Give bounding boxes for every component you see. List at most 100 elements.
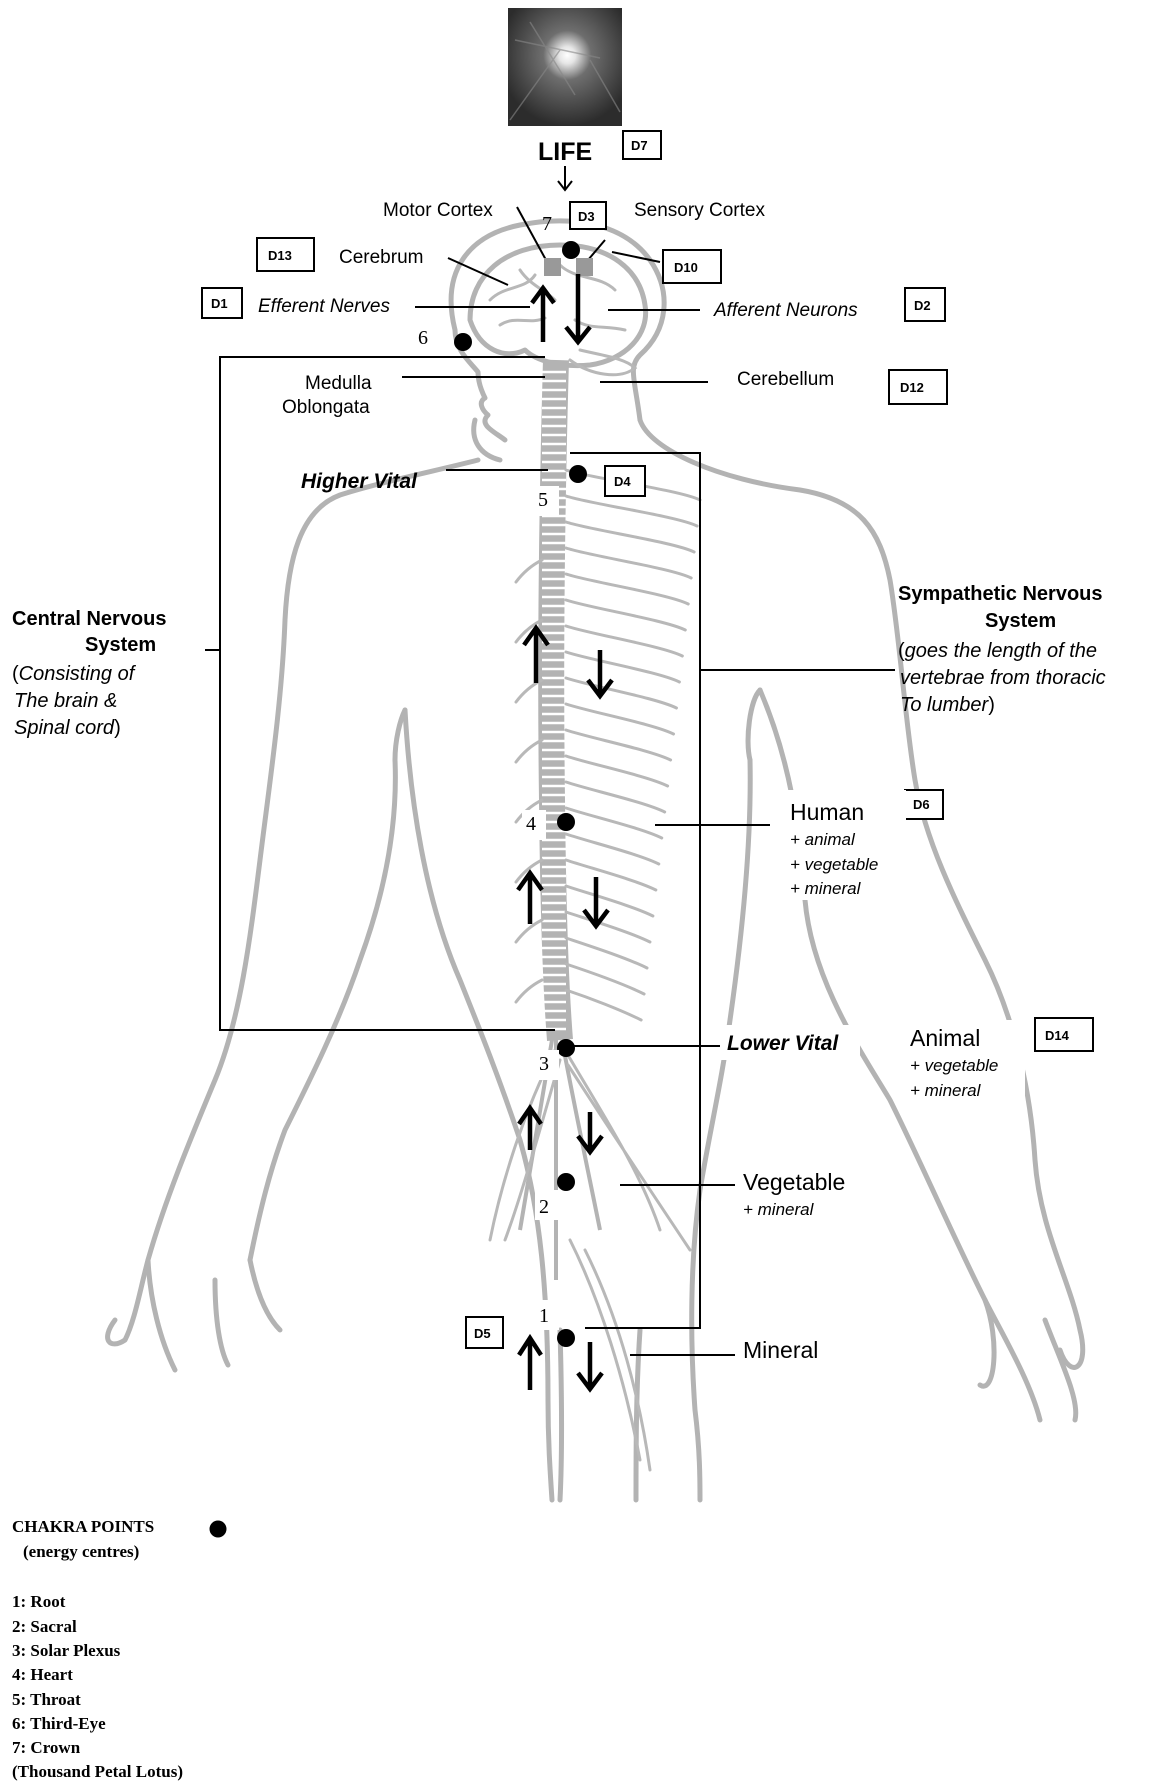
cns-desc-2: The brain &: [14, 690, 117, 712]
chakra-numbers: 1 2 3 4 5 6 7: [418, 213, 559, 1330]
sympathetic-nerve-branch: [566, 964, 644, 994]
spine-up-arrow-2: [518, 873, 542, 924]
legend-item-2: 2: Sacral: [12, 1617, 77, 1636]
leader-lines: [402, 207, 770, 1355]
legend-item-6: 6: Third-Eye: [12, 1714, 106, 1733]
cns-bracket: [205, 357, 555, 1030]
sympathetic-nerve-branch: [566, 574, 688, 604]
chakra-dot-5: [569, 465, 587, 483]
animal-line-1: + vegetable: [910, 1056, 998, 1075]
svg-text:D1: D1: [211, 296, 228, 311]
lower-vital-label: Lower Vital: [727, 1032, 839, 1055]
root-down-arrow: [578, 1342, 602, 1389]
cns-desc-3: Spinal cord): [14, 717, 121, 739]
svg-text:D12: D12: [900, 380, 924, 395]
chakra-dot-7: [562, 241, 580, 259]
sympathetic-nerve-branch: [566, 834, 659, 864]
cns-title-2: System: [85, 634, 156, 656]
legend-item-5: 5: Throat: [12, 1690, 81, 1709]
cns-desc-1: (Consisting of: [12, 663, 137, 685]
mineral-title: Mineral: [743, 1337, 818, 1363]
chakra-dot-6: [454, 333, 472, 351]
sympathetic-nerve-branch: [566, 678, 676, 708]
chakra-number-3: 3: [539, 1053, 549, 1075]
spinal-nerve-branch: [516, 740, 542, 762]
legend-item-8: (Thousand Petal Lotus): [12, 1762, 183, 1781]
animal-title: Animal: [910, 1025, 980, 1051]
efferent-nerves-label: Efferent Nerves: [258, 296, 390, 317]
svg-text:D3: D3: [578, 209, 595, 224]
medulla-label-2: Oblongata: [282, 397, 370, 418]
human-title: Human: [790, 799, 864, 825]
sympathetic-nerve-branch: [566, 600, 685, 630]
afferent-down-arrow: [566, 274, 590, 342]
svg-text:D7: D7: [631, 138, 648, 153]
sympathetic-nerve-branch: [566, 548, 691, 578]
svg-text:D2: D2: [914, 298, 931, 313]
chakra-number-5: 5: [538, 489, 548, 511]
sympathetic-nerve-branch: [566, 652, 679, 682]
sympathetic-nerve-branch: [566, 938, 647, 968]
human-line-1: + animal: [790, 830, 856, 849]
sympathetic-nerve-branch: [566, 496, 697, 526]
svg-text:D5: D5: [474, 1326, 491, 1341]
chakra-number-6: 6: [418, 327, 428, 349]
life-title: LIFE: [538, 138, 592, 166]
vegetable-line-1: + mineral: [743, 1200, 815, 1219]
legend-item-1: 1: Root: [12, 1592, 66, 1611]
sympathetic-nerve-branch: [566, 782, 665, 812]
light-burst-image: [508, 8, 622, 126]
cerebrum-label: Cerebrum: [339, 247, 423, 268]
chakra-dot-2: [557, 1173, 575, 1191]
sns-desc-3: To lumber): [900, 694, 995, 716]
spinal-nerve-branch: [516, 980, 542, 1002]
chakra-dot-1: [557, 1329, 575, 1347]
chakra-dot-4: [557, 813, 575, 831]
legend-item-7: 7: Crown: [12, 1738, 81, 1757]
sns-desc-2: vertebrae from thoracic: [900, 667, 1106, 689]
svg-text:D6: D6: [913, 797, 930, 812]
motor-cortex-label: Motor Cortex: [383, 200, 493, 221]
legend-item-4: 4: Heart: [12, 1665, 73, 1684]
svg-text:D10: D10: [674, 260, 698, 275]
sensory-cortex-marker: [576, 258, 593, 276]
chakra-number-7: 7: [542, 213, 552, 235]
svg-text:D4: D4: [614, 474, 631, 489]
chakra-number-4: 4: [526, 813, 536, 835]
sympathetic-nerve-branch: [566, 626, 682, 656]
sympathetic-nerve-branch: [566, 522, 694, 552]
higher-vital-label: Higher Vital: [301, 470, 418, 493]
svg-text:D14: D14: [1045, 1028, 1070, 1043]
sympathetic-nerve-branch: [566, 990, 641, 1020]
body-outline: [108, 221, 1083, 1500]
sns-title-1: Sympathetic Nervous: [898, 583, 1103, 605]
motor-cortex-marker: [544, 258, 561, 276]
sns-desc-1: (goes the length of the: [898, 640, 1097, 662]
chakra-number-2: 2: [539, 1196, 549, 1218]
legend-title: CHAKRA POINTS: [12, 1517, 154, 1536]
medulla-label-1: Medulla: [305, 373, 372, 394]
cerebellum-label: Cerebellum: [737, 369, 834, 390]
sns-title-2: System: [985, 610, 1056, 632]
sympathetic-nerve-branch: [566, 730, 671, 760]
sympathetic-nerve-branch: [566, 808, 662, 838]
spinal-nerve-branch: [516, 560, 542, 582]
chakra-dot-3: [557, 1039, 575, 1057]
afferent-neurons-label: Afferent Neurons: [713, 300, 858, 321]
chakra-legend: CHAKRA POINTS (energy centres) 1: Root 2…: [12, 1517, 227, 1781]
human-line-2: + vegetable: [790, 855, 878, 874]
sympathetic-nerve-branch: [566, 756, 668, 786]
root-up-arrow: [519, 1338, 541, 1390]
animal-line-2: + mineral: [910, 1081, 982, 1100]
efferent-up-arrow: [532, 288, 554, 342]
legend-subtitle: (energy centres): [23, 1542, 139, 1561]
sympathetic-nerve-branch: [566, 704, 674, 734]
spinal-nerve-branch: [516, 680, 542, 702]
legend-dot: [210, 1521, 227, 1538]
human-line-3: + mineral: [790, 879, 862, 898]
vegetable-title: Vegetable: [743, 1169, 845, 1195]
legend-item-3: 3: Solar Plexus: [12, 1641, 121, 1660]
chakra-number-1: 1: [539, 1305, 549, 1327]
